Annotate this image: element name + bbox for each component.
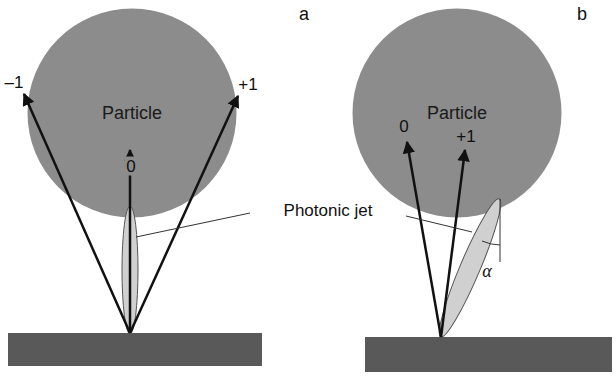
particle-fill xyxy=(28,9,237,218)
order-number: +1 xyxy=(454,127,477,146)
order-number: +1 xyxy=(236,75,259,94)
diffraction-order-arrow xyxy=(407,142,441,337)
diffraction-order-arrow xyxy=(129,150,132,333)
particle-circle: Particle xyxy=(352,8,562,218)
callout-label: Photonic jet xyxy=(282,201,375,220)
particle-label: Particle xyxy=(427,103,487,124)
order-number: 0 xyxy=(124,157,137,176)
substrate xyxy=(8,333,262,366)
substrate xyxy=(365,337,612,372)
particle-circle: Particle xyxy=(27,8,237,218)
diffraction-order-arrow xyxy=(441,150,465,337)
particle-fill xyxy=(353,9,562,218)
angle-symbol: α xyxy=(480,261,493,281)
diffraction-order-arrow xyxy=(24,94,130,333)
order-number: –1 xyxy=(3,73,26,92)
angle-arc xyxy=(482,241,500,245)
leader-line xyxy=(136,213,250,237)
particle-label: Particle xyxy=(102,103,162,124)
order-number: 0 xyxy=(397,117,410,136)
panel-letter: b xyxy=(575,4,589,24)
vertical-reference xyxy=(500,199,501,262)
panel-letter: a xyxy=(297,4,311,24)
leader-line xyxy=(406,216,472,232)
diffraction-order-arrow xyxy=(130,96,238,333)
